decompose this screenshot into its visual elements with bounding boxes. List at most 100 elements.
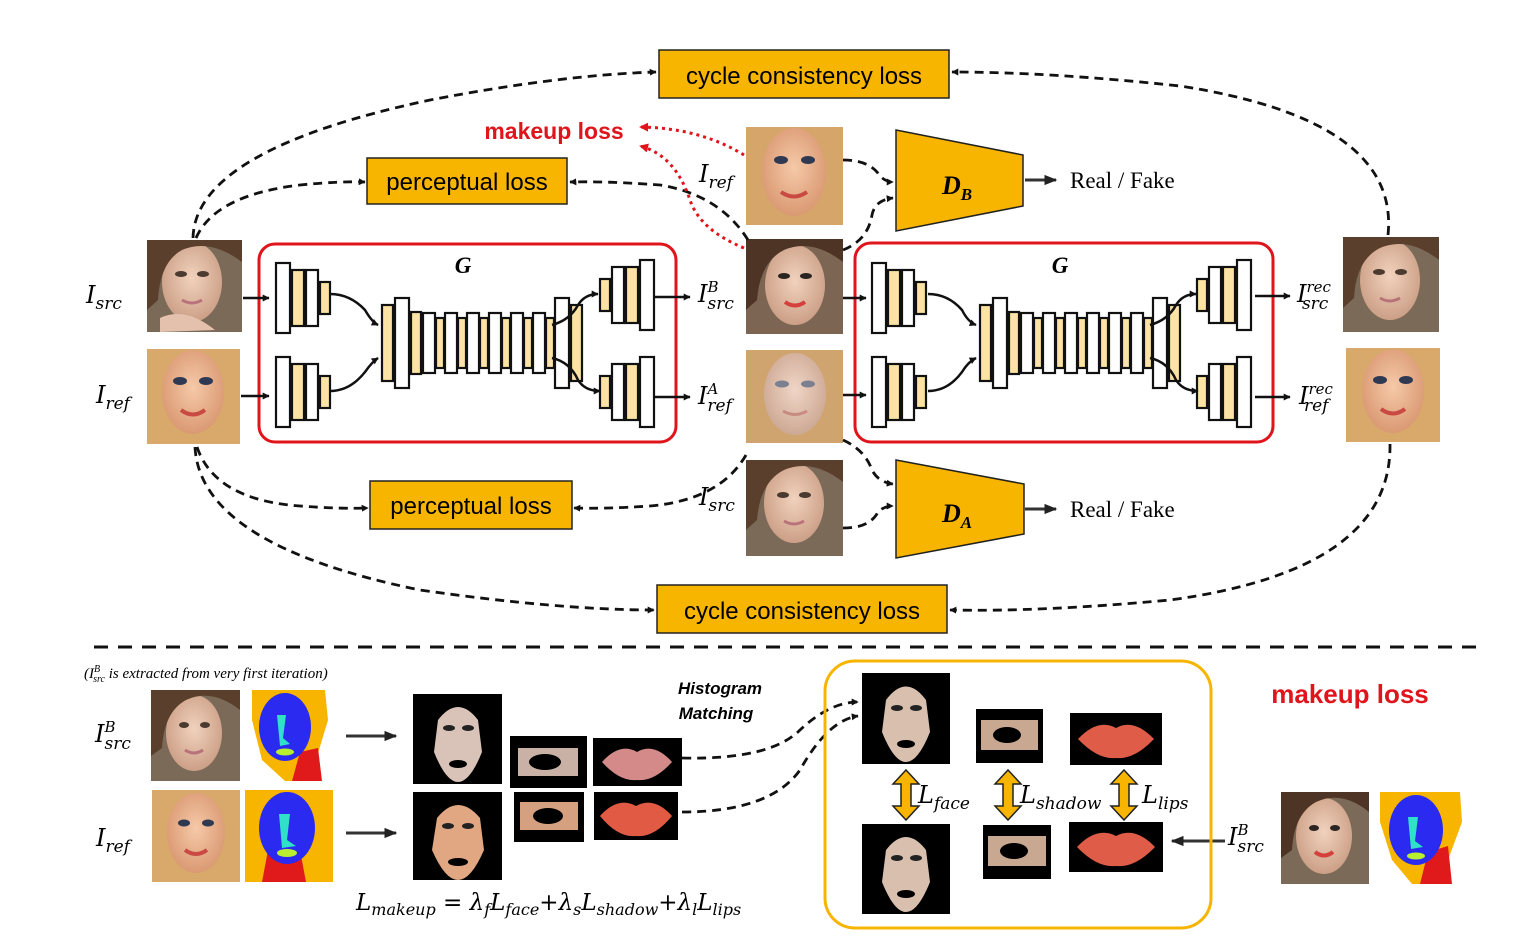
gen1-encoder-layer <box>318 374 332 410</box>
real-fake-label-2: Real / Fake <box>1070 497 1175 522</box>
generator-frame-2 <box>853 241 1275 444</box>
label-l-shadow: Lshadow <box>1019 781 1102 814</box>
gen2-bottleneck-layer <box>1032 316 1044 370</box>
perceptual-loss-bottom-label: perceptual loss <box>390 493 551 520</box>
face-ref-lower <box>152 790 240 882</box>
panel-eyes-top <box>976 709 1043 763</box>
gen2-encoder-layer <box>914 374 928 410</box>
face-transferred-ref-a <box>746 350 843 443</box>
gen2-encoder-layer <box>870 355 888 429</box>
gen1-bottleneck-layer <box>500 316 512 370</box>
gen2-encoder-layer <box>900 362 916 422</box>
gen1-decoder-layer <box>638 258 656 332</box>
cycle-loss-bottom-label: cycle consistency loss <box>684 598 920 625</box>
face-src-b-right <box>1281 792 1369 884</box>
gen2-bottleneck-layer <box>1054 316 1066 370</box>
gen2-encoder-layer <box>900 268 916 328</box>
dash-ref-to-cycle-bottom <box>193 446 655 614</box>
crop-eyes-ref <box>514 792 584 842</box>
gen1-bottleneck-layer <box>531 311 547 375</box>
gen2-decoder-layer <box>1221 265 1237 325</box>
gen2-decoder-layer <box>1195 374 1209 410</box>
crop-lips-ref <box>594 792 678 840</box>
double-arrow-lips <box>1109 768 1139 822</box>
dash-src-to-cycle-top <box>191 68 657 239</box>
face-blonde-ref-left <box>147 349 240 444</box>
histogram-label-line2: Matching <box>679 704 754 723</box>
gen2-encoder-layer <box>886 268 902 328</box>
gen2-split-bottom-arrow <box>1149 356 1199 395</box>
gen1-encoder-layer <box>274 261 292 335</box>
gen2-encoder-layer <box>886 362 902 422</box>
parsing-mask-src-right <box>1375 792 1465 884</box>
panel-eyes-bottom <box>983 825 1051 879</box>
label-l-face: Lface <box>917 781 970 814</box>
dotted-srcb-to-makeup <box>639 143 745 250</box>
label-i-src-bottom: Isrc <box>698 483 735 516</box>
gen1-encoder-layer <box>304 362 320 422</box>
generator-layers-2 <box>870 258 1253 429</box>
makeup-loss-formula: Lmakeup = λfLface+λsLshadow+λlLlips <box>355 890 741 919</box>
gen2-bottleneck-layer <box>1129 311 1145 375</box>
gen2-bottleneck-layer <box>1041 311 1057 375</box>
gen1-bottleneck-layer <box>509 311 525 375</box>
gen2-decoder-layer <box>1221 362 1237 422</box>
face-brunette-src-bottom <box>746 460 843 556</box>
face-brunette-src-left <box>147 240 242 332</box>
gen1-decoder-layer <box>624 362 640 422</box>
dash-src-to-perceptual-top <box>194 178 366 239</box>
panel-lips-bottom <box>1069 822 1163 872</box>
gen2-decoder-layer <box>1195 277 1209 313</box>
gen2-merge-bottom-arrow <box>927 356 977 393</box>
double-arrows <box>891 768 1139 822</box>
generator-2-label: G <box>1052 253 1069 278</box>
gen1-bottleneck-layer <box>478 316 490 370</box>
gen2-bottleneck-layer <box>1085 311 1101 375</box>
real-fake-label-1: Real / Fake <box>1070 168 1175 193</box>
dash-lips-src-to-panel <box>681 698 859 760</box>
discriminator-b <box>895 129 1024 232</box>
parsing-mask-ref <box>245 790 333 882</box>
gen2-encoder-layer <box>870 261 888 335</box>
face-blonde-ref-rec <box>1346 348 1440 442</box>
crop-lips-src <box>593 738 682 786</box>
perceptual-loss-top-label: perceptual loss <box>386 169 547 196</box>
gen1-decoder-layer <box>598 277 612 313</box>
gen2-decoder-layer <box>1235 258 1253 332</box>
gen1-split-bottom-arrow <box>551 356 601 395</box>
gen1-bottleneck-layer <box>443 311 459 375</box>
gen2-bottleneck-layer <box>978 303 993 383</box>
gen1-merge-top-arrow <box>329 292 379 327</box>
gen1-decoder-layer <box>610 362 626 422</box>
double-arrow-shadow <box>993 768 1023 822</box>
gen1-bottleneck-layer <box>487 311 503 375</box>
gen1-encoder-layer <box>290 362 306 422</box>
perceptual-loss-box-top <box>366 157 568 205</box>
label-i-ref-left: Iref <box>95 381 133 414</box>
face-blonde-ref-top <box>746 127 843 225</box>
label-l-lips: Llips <box>1141 781 1189 814</box>
gen2-bottleneck-layer <box>1107 311 1123 375</box>
gen1-bottleneck-layer <box>380 303 395 383</box>
gen1-encoder-layer <box>318 280 332 316</box>
gen1-bottleneck-layer <box>434 316 446 370</box>
gen2-bottleneck-layer <box>991 296 1009 390</box>
dash-src-to-da <box>842 502 894 530</box>
gen2-split-top-arrow <box>1149 290 1197 327</box>
discriminator-a <box>895 459 1025 559</box>
gen2-bottleneck-layer <box>1151 296 1169 390</box>
gen2-decoder-layer <box>1207 265 1223 325</box>
label-i-ref-lower: Iref <box>95 824 133 857</box>
gen2-bottleneck-layer <box>1063 311 1079 375</box>
dash-ref-to-perceptual-bottom <box>195 446 369 512</box>
crop-face-src <box>413 694 502 784</box>
disc-a-label: DA <box>941 499 972 532</box>
gen1-split-top-arrow <box>551 290 599 327</box>
